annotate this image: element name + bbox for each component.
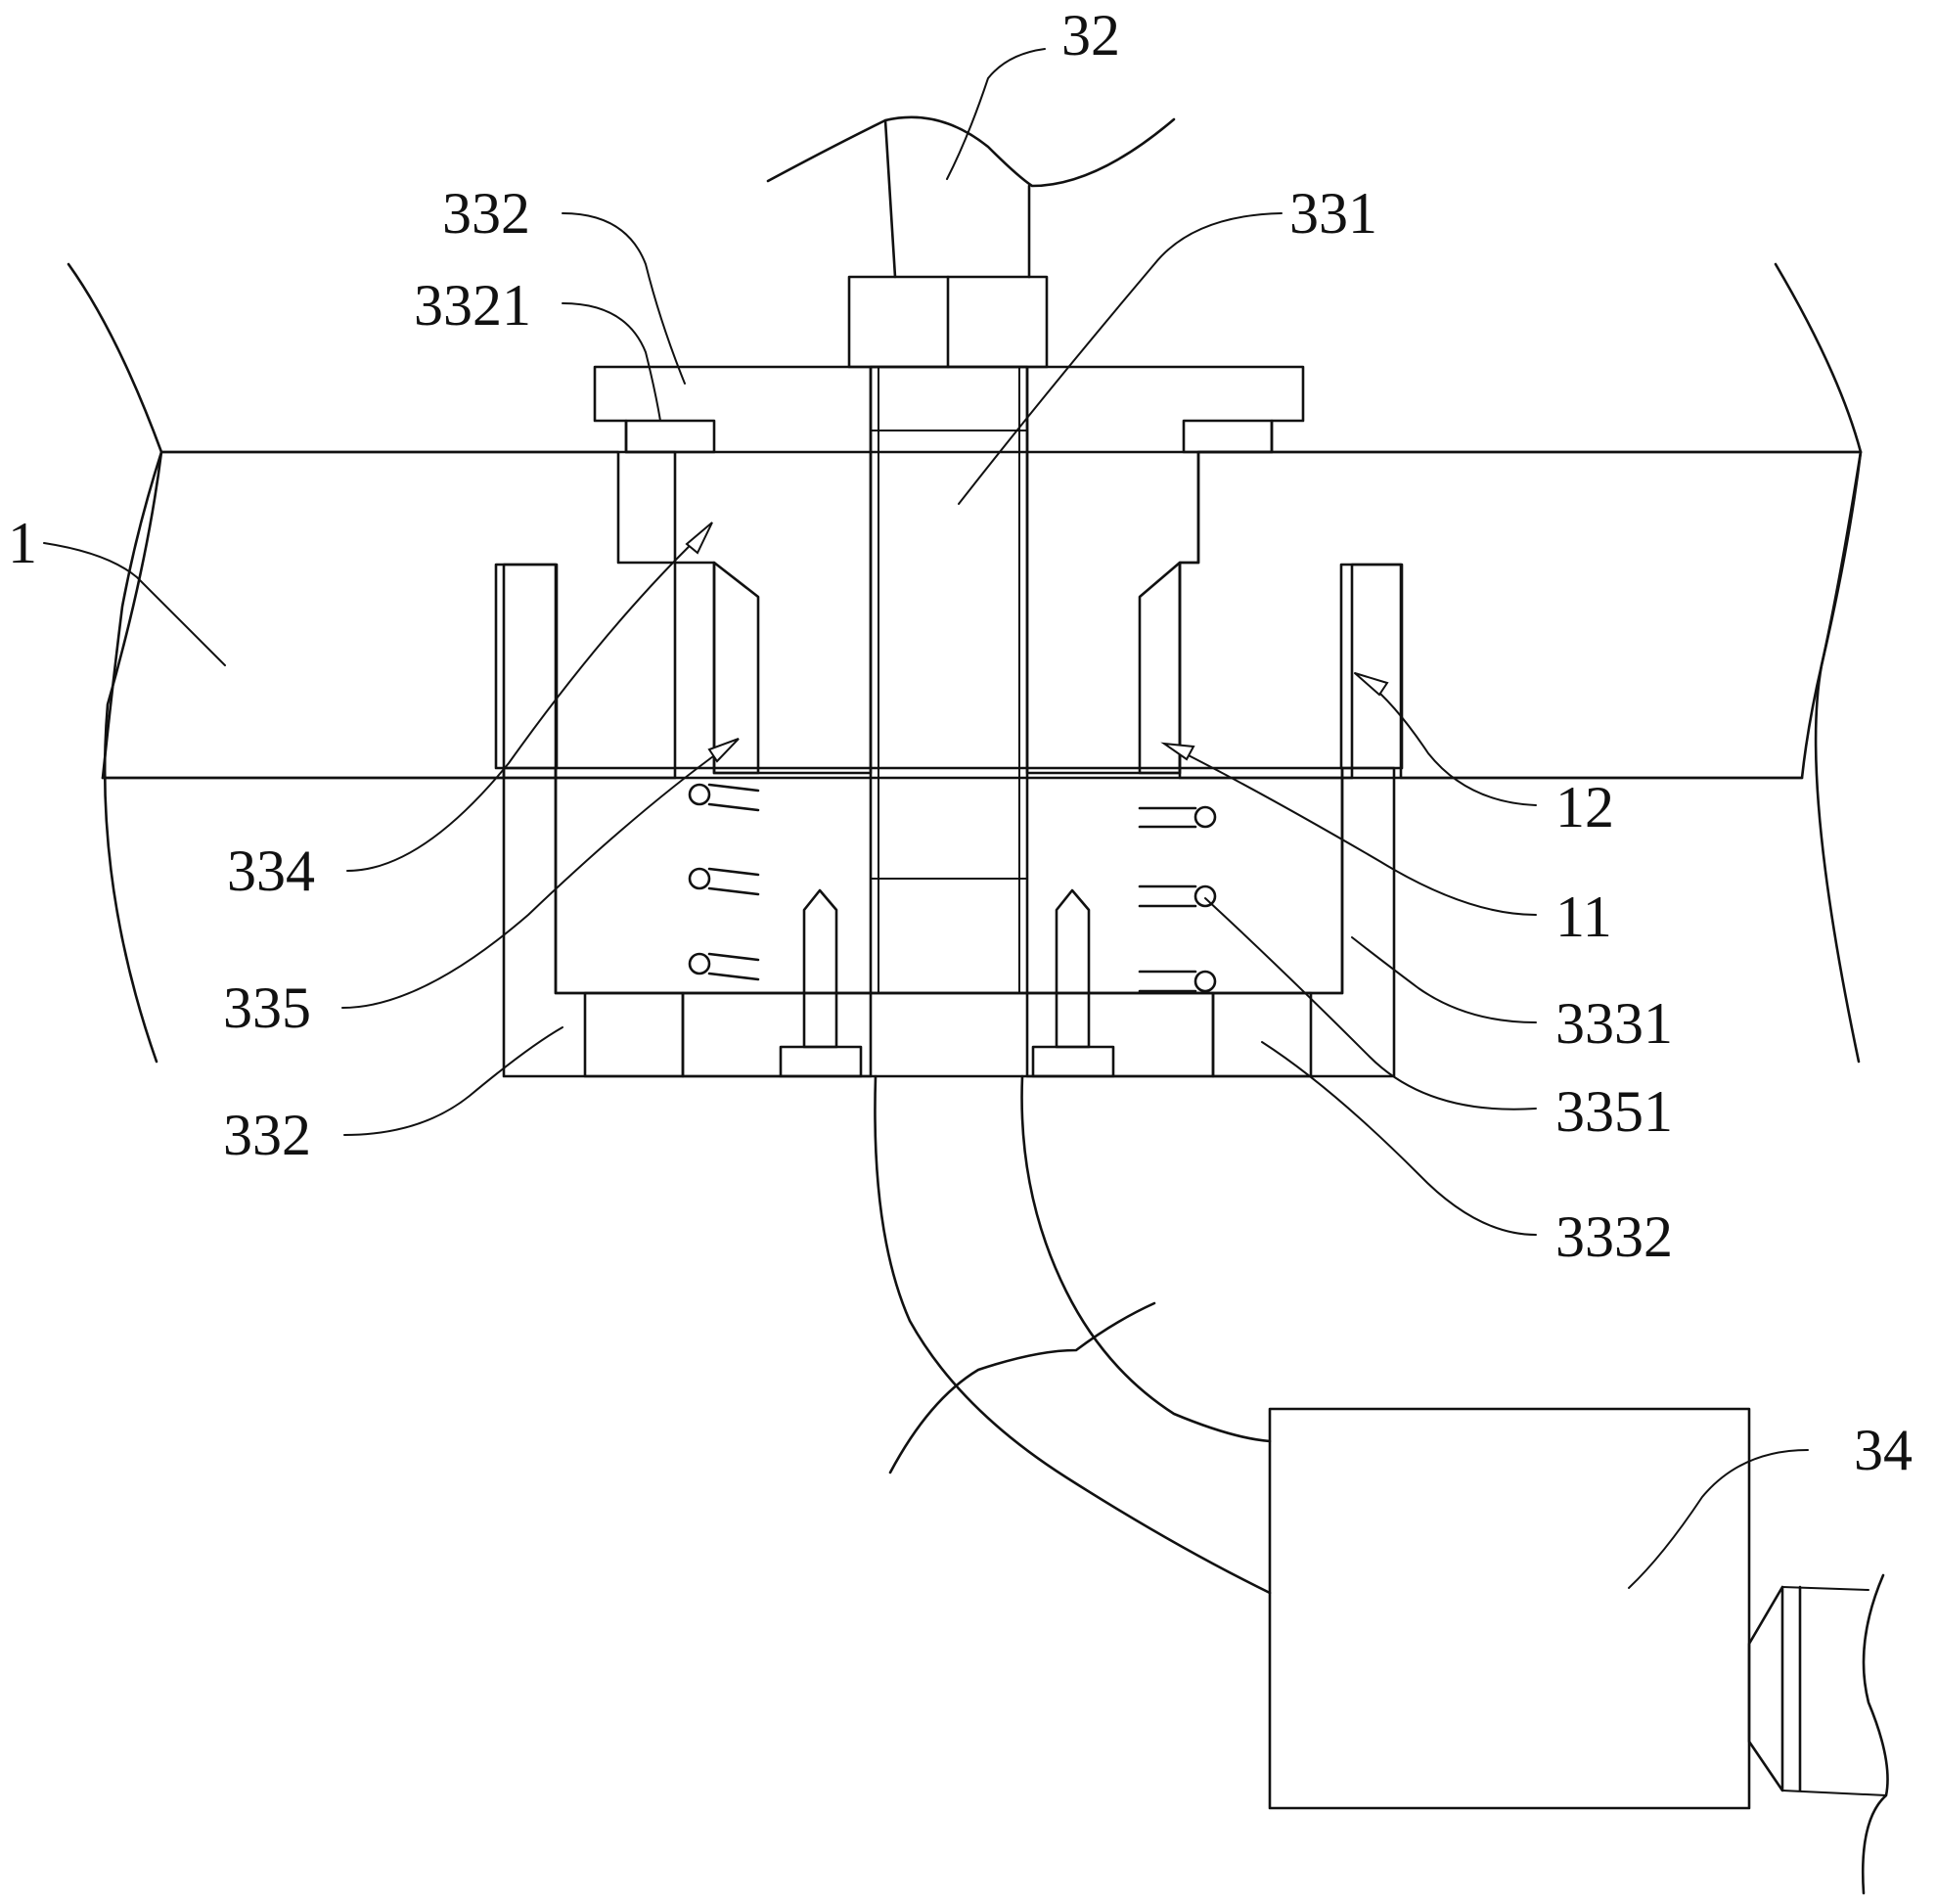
box-connector <box>1747 1585 1784 1792</box>
leader-lines <box>43 48 1809 1589</box>
left-break-line <box>67 262 163 1064</box>
connector-break-line <box>1861 1573 1889 1895</box>
top-cable <box>766 115 1176 188</box>
reference-labels: 32 332 331 3321 1 334 335 332 12 11 3331… <box>8 3 1913 1482</box>
top-cable-left-edge <box>883 118 897 279</box>
lower-housing-3331 <box>502 766 1396 1078</box>
bolt-right <box>1031 888 1115 1078</box>
cable-break-curve <box>888 1301 1156 1474</box>
bolt-left <box>779 888 863 1078</box>
guide-pin-left <box>494 563 559 770</box>
spring-right <box>1138 805 1217 993</box>
seal-3321-left <box>624 419 716 454</box>
bottom-cable-left <box>874 1074 1272 1595</box>
label-3321: 3321 <box>414 273 531 338</box>
label-335: 335 <box>223 975 311 1040</box>
connector-bottom-edge <box>1781 1790 1887 1796</box>
central-shaft-331 <box>869 365 1029 995</box>
bottom-cable-right <box>1020 1074 1272 1443</box>
control-box-34 <box>1268 1407 1751 1810</box>
right-break-line <box>1774 262 1863 1064</box>
spring-left <box>688 783 760 981</box>
label-3331: 3331 <box>1555 991 1673 1056</box>
plate-body <box>101 450 1863 780</box>
guide-pin-right <box>1339 563 1404 770</box>
label-3332: 3332 <box>1555 1204 1673 1269</box>
label-12: 12 <box>1555 775 1614 839</box>
connector-top-edge <box>1781 1586 1869 1591</box>
label-32: 32 <box>1061 3 1120 68</box>
tapered-sleeve-right <box>1138 561 1182 775</box>
label-332-top: 332 <box>442 181 530 246</box>
label-1: 1 <box>8 511 37 575</box>
label-34: 34 <box>1854 1418 1913 1482</box>
label-11: 11 <box>1555 884 1612 949</box>
label-331: 331 <box>1289 181 1377 246</box>
label-334: 334 <box>227 839 315 903</box>
hex-nut <box>847 275 1049 369</box>
seal-3321-right <box>1182 419 1274 454</box>
upper-flange-332 <box>593 365 1305 775</box>
tapered-sleeve-left <box>712 561 760 775</box>
label-3351: 3351 <box>1555 1079 1673 1144</box>
label-332-bottom: 332 <box>223 1103 311 1167</box>
